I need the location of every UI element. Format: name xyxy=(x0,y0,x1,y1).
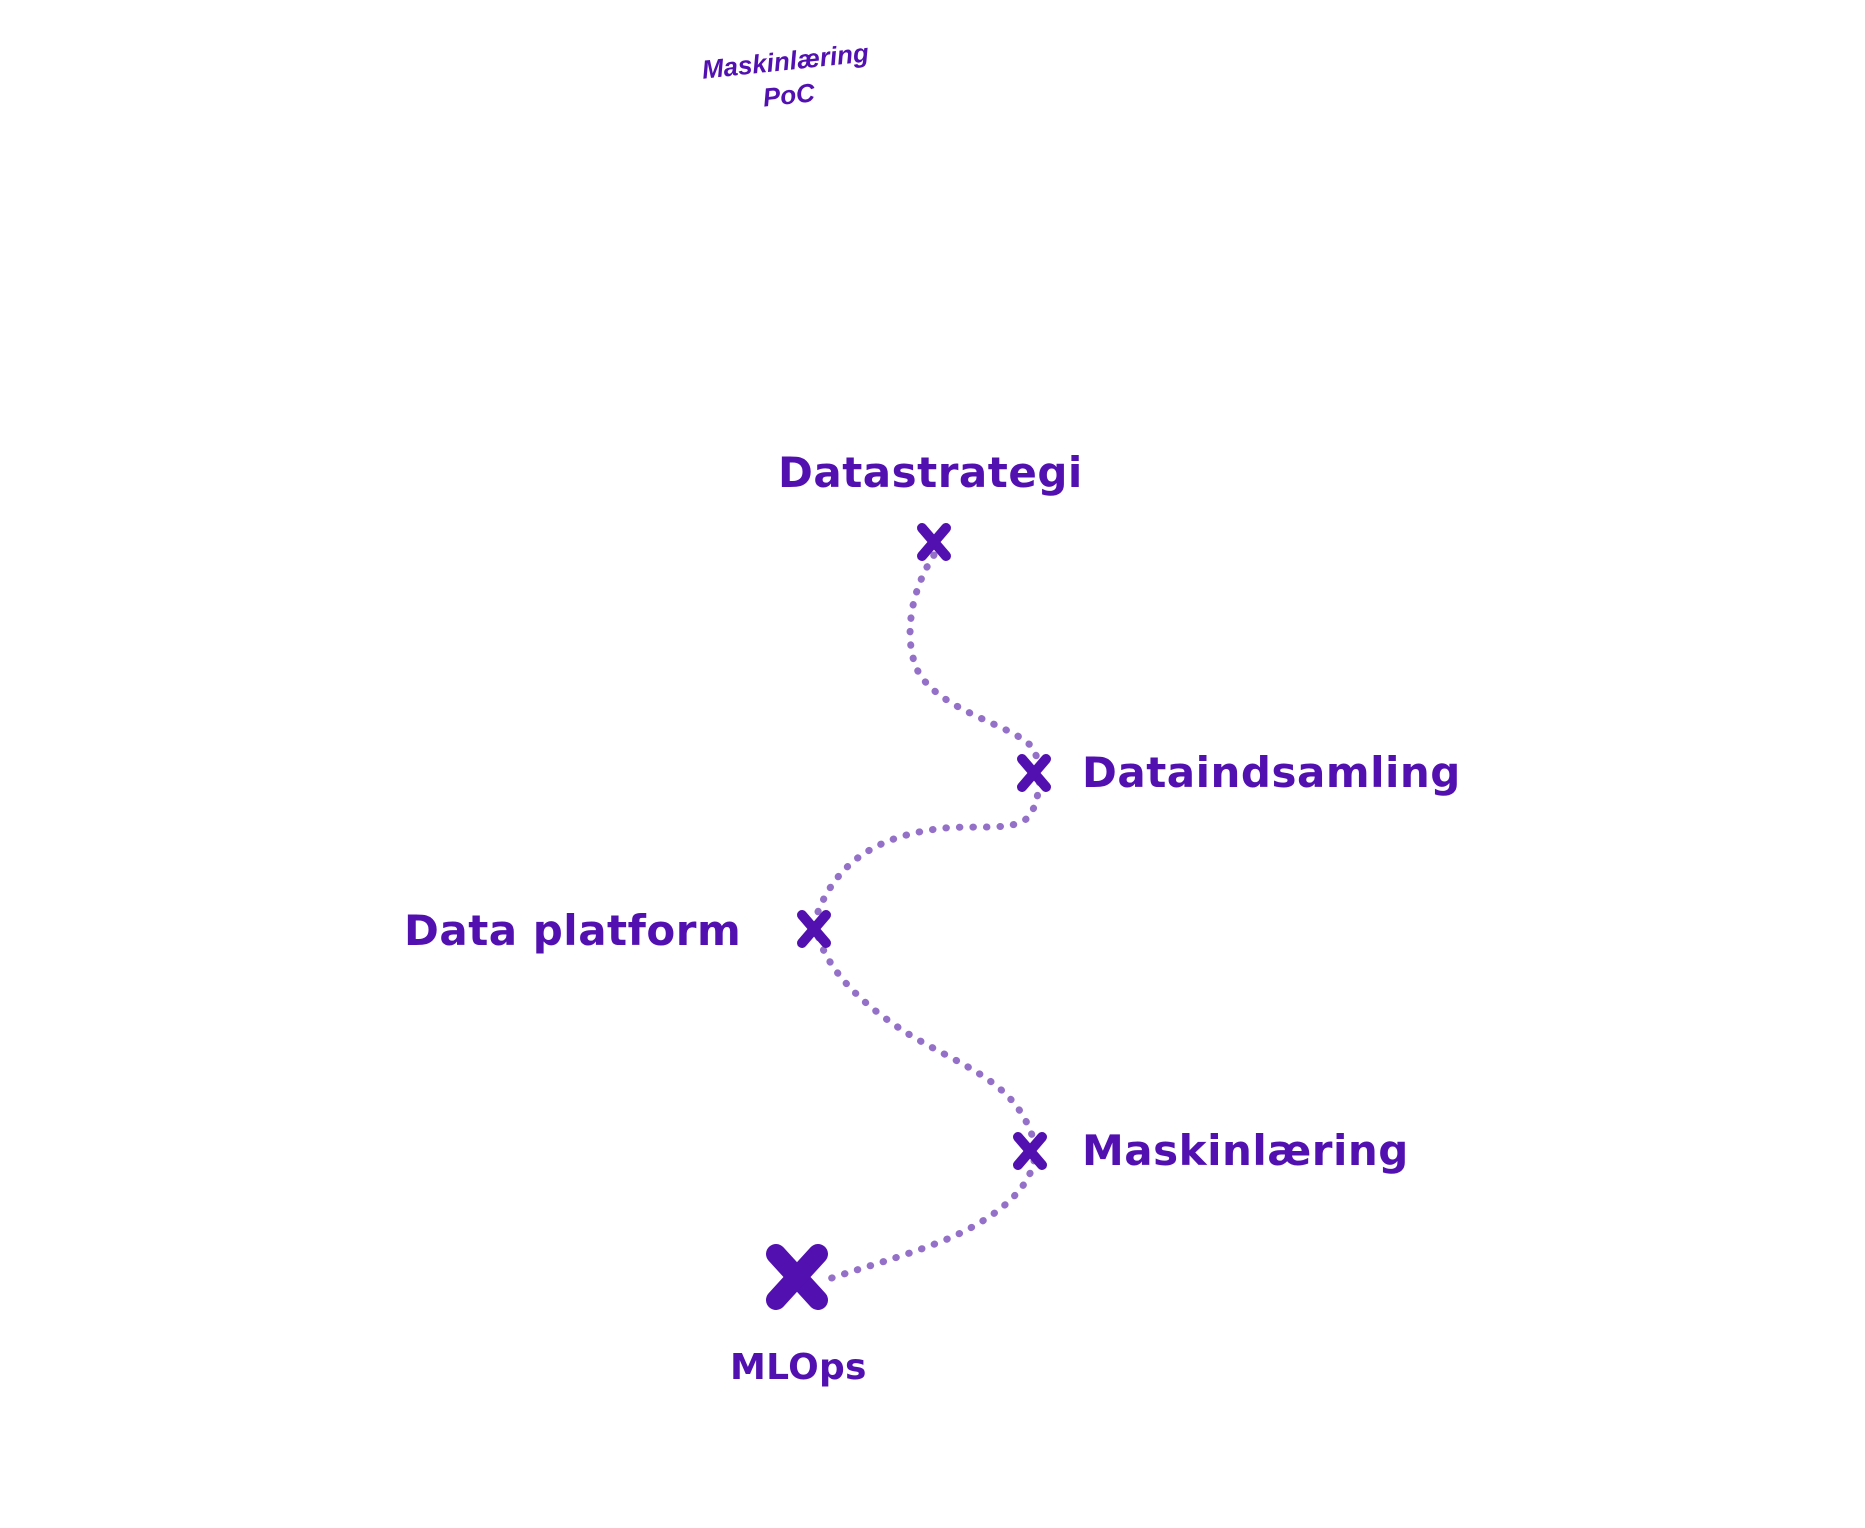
x-mark-icon xyxy=(1017,754,1051,792)
x-mark-icon xyxy=(1013,1132,1047,1170)
node-label-mlops: MLOps xyxy=(730,1347,867,1388)
node-label-dataindsamling: Dataindsamling xyxy=(1082,748,1461,797)
node-label-data-platform: Data platform xyxy=(404,906,742,955)
x-mark-icon xyxy=(797,910,831,948)
node-label-datastrategi: Datastrategi xyxy=(778,448,1083,497)
x-mark-icon xyxy=(917,523,951,561)
roadmap-dotted-path xyxy=(811,551,1043,1286)
x-mark-icon xyxy=(766,1244,828,1310)
node-label-maskinlaering: Maskinlæring xyxy=(1082,1126,1409,1175)
